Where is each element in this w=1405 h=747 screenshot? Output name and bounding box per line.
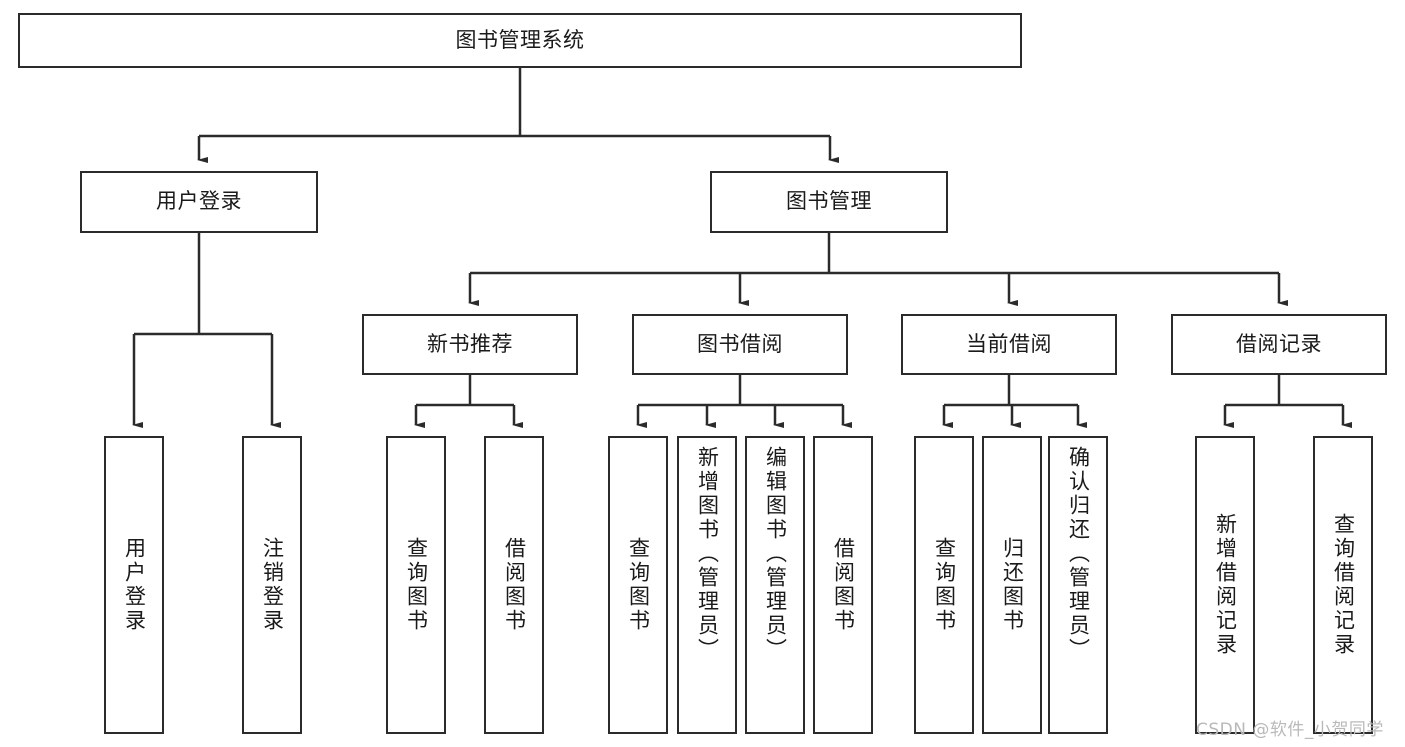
leaf-user-logout-label: 注销登录: [260, 537, 285, 633]
leaf-edit-book-admin-label: 编辑图书（管理员）: [763, 446, 788, 662]
leaf-add-borrow-record-label: 新增借阅记录: [1213, 513, 1238, 657]
node-borrow-record[interactable]: 借阅记录: [1171, 314, 1387, 375]
leaf-query-book-current[interactable]: 查询图书: [914, 436, 974, 734]
node-user-login-label: 用户登录: [156, 189, 242, 214]
leaf-edit-book-admin[interactable]: 编辑图书（管理员）: [745, 436, 805, 734]
leaf-borrow-book-recommend[interactable]: 借阅图书: [484, 436, 544, 734]
node-book-borrow[interactable]: 图书借阅: [632, 314, 848, 375]
leaf-add-borrow-record[interactable]: 新增借阅记录: [1195, 436, 1255, 734]
node-new-book-recommend-label: 新书推荐: [427, 331, 513, 356]
node-book-management-label: 图书管理: [786, 189, 872, 214]
leaf-confirm-return-admin[interactable]: 确认归还（管理员）: [1048, 436, 1108, 734]
leaf-confirm-return-admin-label: 确认归还（管理员）: [1066, 446, 1091, 662]
leaf-borrow-book-recommend-label: 借阅图书: [502, 537, 527, 633]
node-current-borrow-label: 当前借阅: [966, 331, 1052, 356]
csdn-watermark: CSDN @软件_小贺同学: [1196, 720, 1384, 740]
node-new-book-recommend[interactable]: 新书推荐: [362, 314, 578, 375]
leaf-user-login[interactable]: 用户登录: [104, 436, 164, 734]
node-book-management[interactable]: 图书管理: [710, 171, 948, 233]
leaf-query-book-borrow[interactable]: 查询图书: [608, 436, 668, 734]
leaf-query-borrow-record[interactable]: 查询借阅记录: [1313, 436, 1373, 734]
leaf-query-book-recommend[interactable]: 查询图书: [386, 436, 446, 734]
node-current-borrow[interactable]: 当前借阅: [901, 314, 1117, 375]
leaf-return-book[interactable]: 归还图书: [982, 436, 1042, 734]
leaf-user-logout[interactable]: 注销登录: [242, 436, 302, 734]
node-book-borrow-label: 图书借阅: [697, 331, 783, 356]
leaf-borrow-book[interactable]: 借阅图书: [813, 436, 873, 734]
leaf-add-book-admin-label: 新增图书（管理员）: [695, 446, 720, 662]
leaf-query-book-borrow-label: 查询图书: [626, 537, 651, 633]
node-root-label: 图书管理系统: [455, 27, 585, 52]
leaf-query-book-current-label: 查询图书: [932, 537, 957, 633]
node-borrow-record-label: 借阅记录: [1236, 331, 1322, 356]
leaf-user-login-label: 用户登录: [122, 537, 147, 633]
node-user-login[interactable]: 用户登录: [80, 171, 318, 233]
leaf-borrow-book-label: 借阅图书: [831, 537, 856, 633]
leaf-query-book-recommend-label: 查询图书: [404, 537, 429, 633]
leaf-return-book-label: 归还图书: [1000, 537, 1025, 633]
leaf-query-borrow-record-label: 查询借阅记录: [1331, 513, 1356, 657]
leaf-add-book-admin[interactable]: 新增图书（管理员）: [677, 436, 737, 734]
node-root[interactable]: 图书管理系统: [18, 13, 1022, 68]
